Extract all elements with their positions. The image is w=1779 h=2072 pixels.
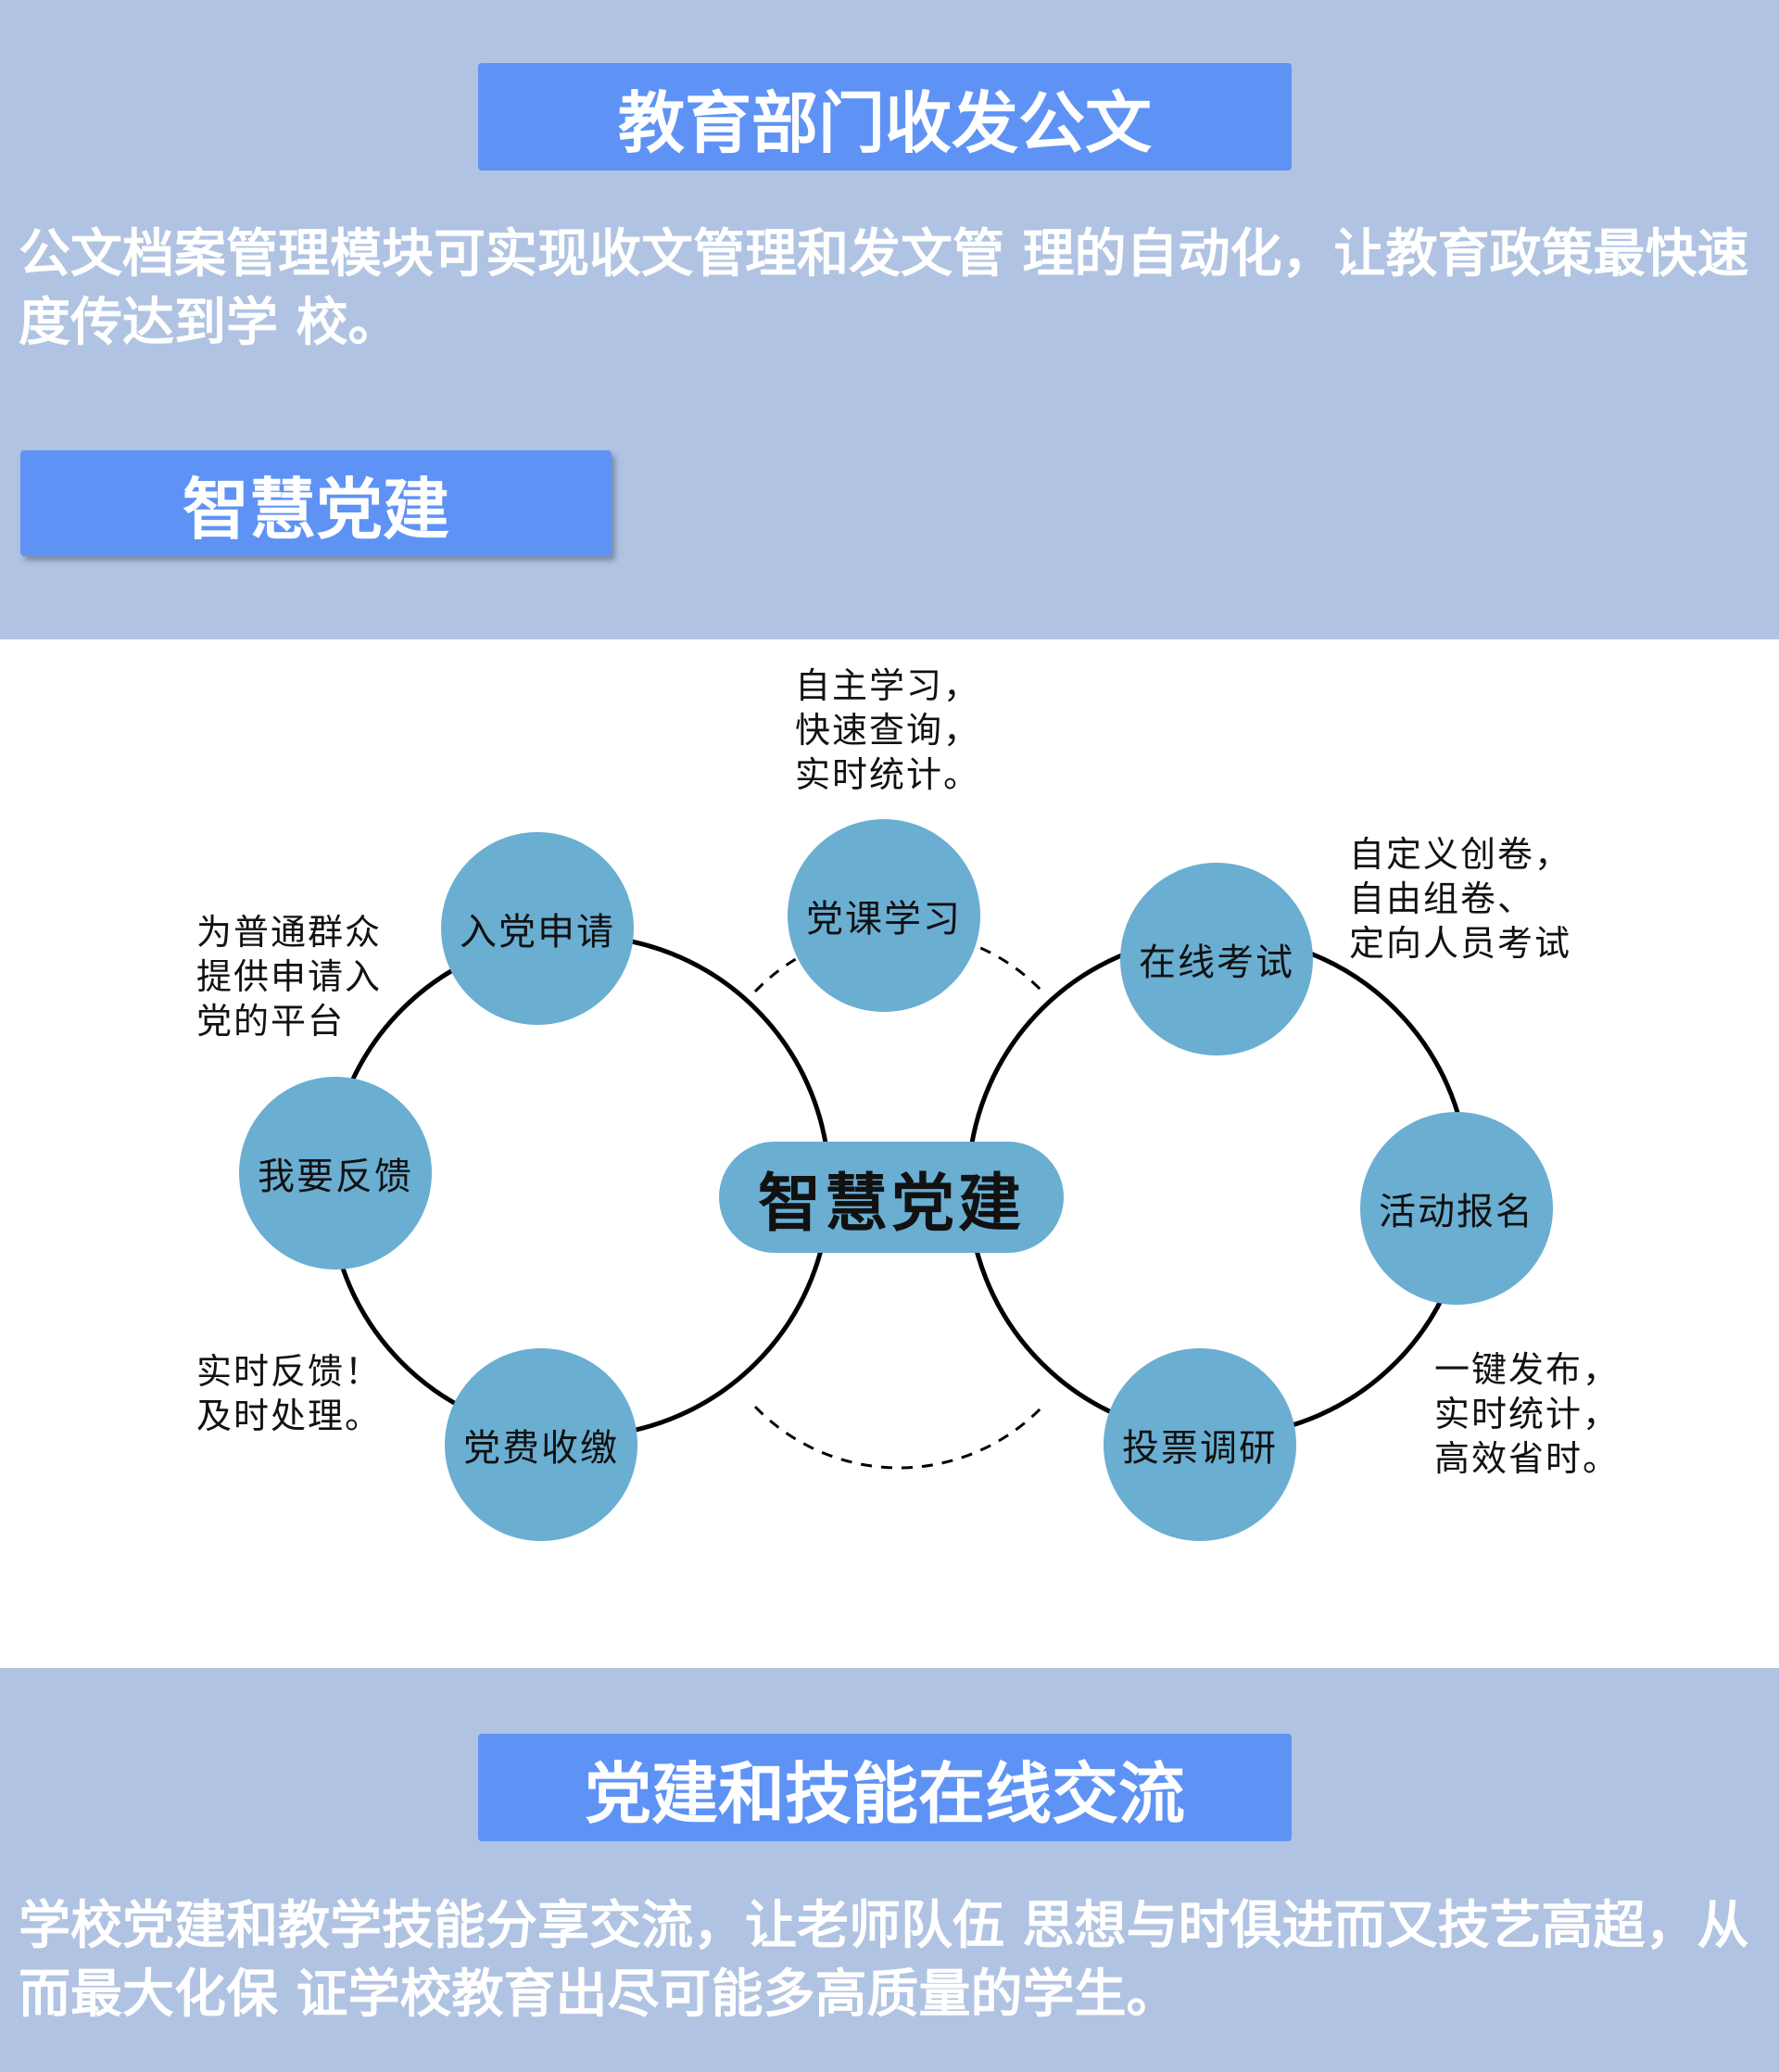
- note-vote-survey: 一键发布， 实时统计， 高效省时。: [1434, 1349, 1621, 1479]
- section-description-documents: 公文档案管理模块可实现收文管理和发文管 理的自动化，让教育政策最快速度传达到学 …: [19, 224, 1749, 353]
- node-party-course-study: 党课学习: [788, 819, 980, 1012]
- node-party-fee: 党费收缴: [445, 1348, 637, 1541]
- party-building-diagram: 入党申请 党课学习 在线考试 我要反馈 活动报名 党费收缴 投票调研 智慧党建 …: [0, 639, 1779, 1668]
- section-title-party-building: 智慧党建: [20, 450, 612, 556]
- note-online-exam: 自定义创卷， 自由组卷、 定向人员考试: [1349, 834, 1572, 964]
- diagram-center-label: 智慧党建: [719, 1142, 1064, 1253]
- node-feedback: 我要反馈: [239, 1077, 432, 1270]
- note-feedback: 实时反馈！ 及时处理。: [196, 1351, 383, 1436]
- node-event-signup: 活动报名: [1360, 1112, 1553, 1305]
- node-online-exam: 在线考试: [1120, 863, 1313, 1055]
- node-party-application: 入党申请: [441, 832, 634, 1025]
- top-dashed-arc: [753, 929, 1044, 993]
- node-vote-survey: 投票调研: [1104, 1348, 1296, 1541]
- note-party-application: 为普通群众 提供申请入 党的平台: [196, 912, 383, 1042]
- section-title-exchange: 党建和技能在线交流: [478, 1734, 1292, 1841]
- section-description-exchange: 学校党建和教学技能分享交流，让老师队伍 思想与时俱进而又技艺高超，从而最大化保 …: [19, 1896, 1749, 2025]
- section-title-documents: 教育部门收发公文: [478, 63, 1292, 171]
- bottom-dashed-arc: [753, 1405, 1044, 1470]
- note-course-study: 自主学习， 快速查询， 实时统计。: [795, 665, 981, 795]
